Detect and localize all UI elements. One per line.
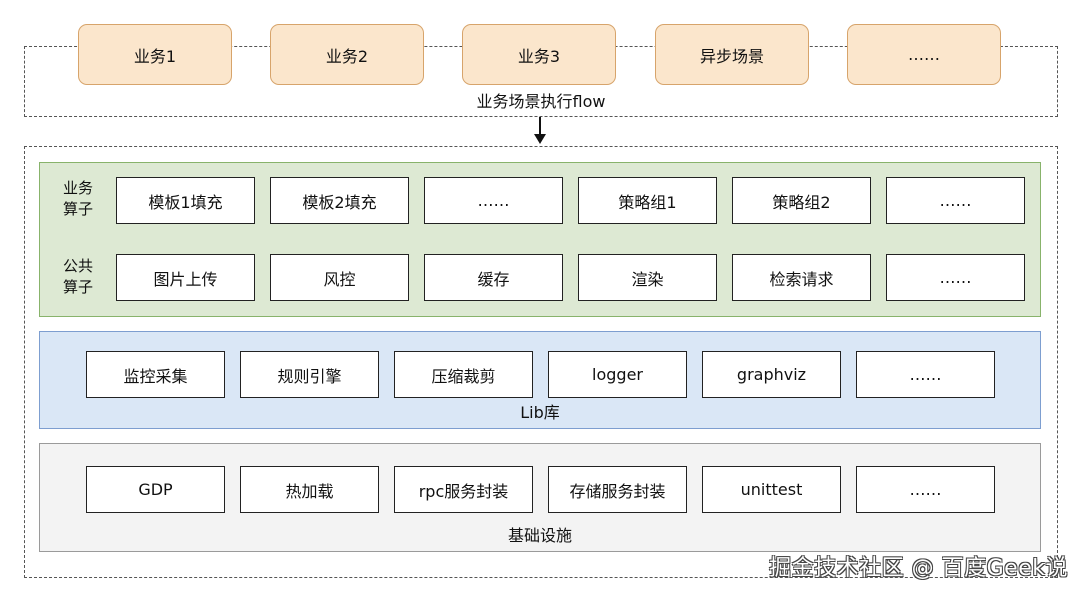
- infra-box: GDP: [86, 466, 225, 513]
- infra-title: 基础设施: [507, 526, 572, 545]
- infra-box: unittest: [702, 466, 841, 513]
- operator-box: 图片上传: [116, 254, 255, 301]
- infra-box: ……: [856, 466, 995, 513]
- lib-box: 监控采集: [86, 351, 225, 398]
- arrow-down-icon: [534, 134, 546, 144]
- infra-box: 存储服务封装: [548, 466, 687, 513]
- operator-box: ……: [886, 177, 1025, 224]
- infra-box: rpc服务封装: [394, 466, 533, 513]
- lib-box: graphviz: [702, 351, 841, 398]
- lib-box: 规则引擎: [240, 351, 379, 398]
- lib-title: Lib库: [520, 403, 560, 422]
- lib-box: ……: [856, 351, 995, 398]
- operator-box: 缓存: [424, 254, 563, 301]
- flow-label-text: 业务场景执行flow: [472, 91, 610, 113]
- business-box-2: 业务2: [270, 24, 424, 85]
- operator-box: 渲染: [578, 254, 717, 301]
- operator-box: 风控: [270, 254, 409, 301]
- flow-arrow-line: [539, 117, 541, 137]
- business-box-1: 业务1: [78, 24, 232, 85]
- flow-label: 业务场景执行flow: [24, 91, 1058, 113]
- operator-box: 模板2填充: [270, 177, 409, 224]
- business-box-3: 业务3: [462, 24, 616, 85]
- operator-box: 策略组1: [578, 177, 717, 224]
- operator-box: 策略组2: [732, 177, 871, 224]
- operator-box: 模板1填充: [116, 177, 255, 224]
- business-box-more: ……: [847, 24, 1001, 85]
- common-operators-label: 公共 算子: [62, 257, 93, 296]
- framework-frame: [24, 146, 1058, 578]
- lib-box: logger: [548, 351, 687, 398]
- operator-box: 检索请求: [732, 254, 871, 301]
- operator-box: ……: [886, 254, 1025, 301]
- business-operators-label: 业务 算子: [62, 179, 93, 218]
- operator-box: ……: [424, 177, 563, 224]
- watermark: 掘金技术社区 @ 百度Geek说: [769, 556, 1068, 581]
- lib-box: 压缩裁剪: [394, 351, 533, 398]
- async-scenario-box: 异步场景: [655, 24, 809, 85]
- infra-box: 热加载: [240, 466, 379, 513]
